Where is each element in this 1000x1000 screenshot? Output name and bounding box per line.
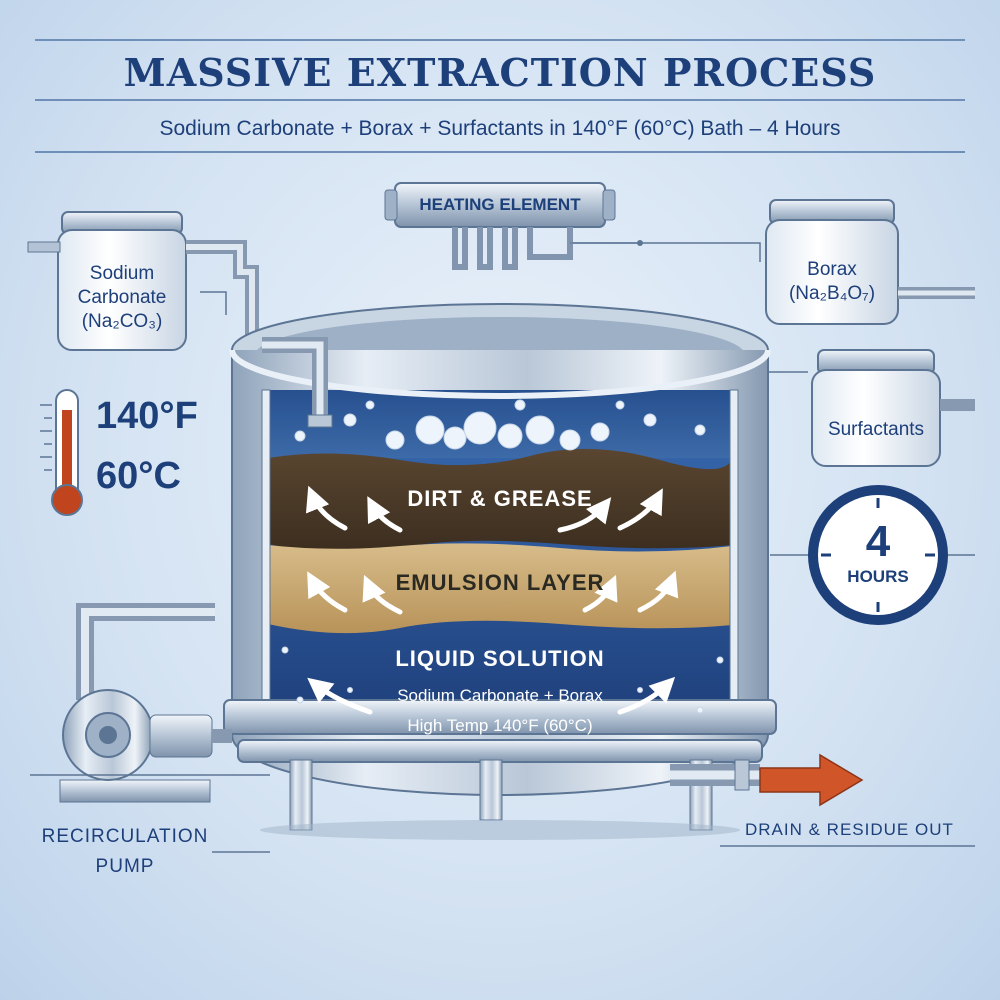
sodium-carbonate-formula: (Na₂CO₃)	[81, 311, 163, 332]
drain-label: DRAIN & RESIDUE OUT	[745, 820, 954, 839]
pump-label-line2: PUMP	[95, 856, 155, 877]
pump-label: RECIRCULATION PUMP	[40, 822, 210, 882]
liquid-detail-temperature: High Temp 140°F (60°C)	[407, 716, 593, 735]
surfactants-jar	[760, 349, 975, 467]
temperature-celsius: 60°C	[96, 455, 181, 497]
page-title: MASSIVE EXTRACTION PROCESS	[123, 50, 877, 95]
flow-arrows	[305, 485, 679, 715]
emulsion-layer-label: EMULSION LAYER	[395, 570, 605, 595]
temperature-fahrenheit: 140°F	[96, 395, 198, 437]
liquid-solution-label: LIQUID SOLUTION	[395, 646, 605, 671]
timer-clock-icon	[770, 485, 975, 625]
sodium-carbonate-line2: Carbonate	[77, 287, 167, 308]
liquid-detail-chemicals: Sodium Carbonate + Borax	[397, 686, 603, 705]
bubbles	[281, 399, 724, 714]
inlet-pipe	[262, 337, 333, 428]
borax-formula: (Na₂B₄O₇)	[788, 283, 876, 304]
header-rules	[35, 39, 965, 153]
thermometer-icon	[40, 389, 83, 516]
sodium-carbonate-line1: Sodium	[89, 263, 155, 284]
drain-arrow-icon	[759, 753, 864, 807]
borax-name: Borax	[807, 259, 857, 280]
borax-label: Borax (Na₂B₄O₇)	[766, 258, 898, 306]
recirculation-pump	[30, 603, 270, 853]
dirt-grease-label: DIRT & GREASE	[407, 486, 593, 511]
page-subtitle: Sodium Carbonate + Borax + Surfactants i…	[159, 117, 841, 140]
timer-value: 4	[865, 517, 891, 566]
drain-outlet	[670, 753, 975, 847]
heating-element-label: HEATING ELEMENT	[419, 195, 581, 214]
sodium-carbonate-label: Sodium Carbonate (Na₂CO₃)	[58, 262, 186, 334]
borax-jar	[637, 199, 975, 325]
timer-unit: HOURS	[847, 567, 909, 586]
extraction-tank	[223, 303, 777, 840]
surfactants-label: Surfactants	[827, 419, 925, 440]
pump-label-line1: RECIRCULATION	[41, 826, 209, 847]
heating-element	[384, 182, 640, 270]
